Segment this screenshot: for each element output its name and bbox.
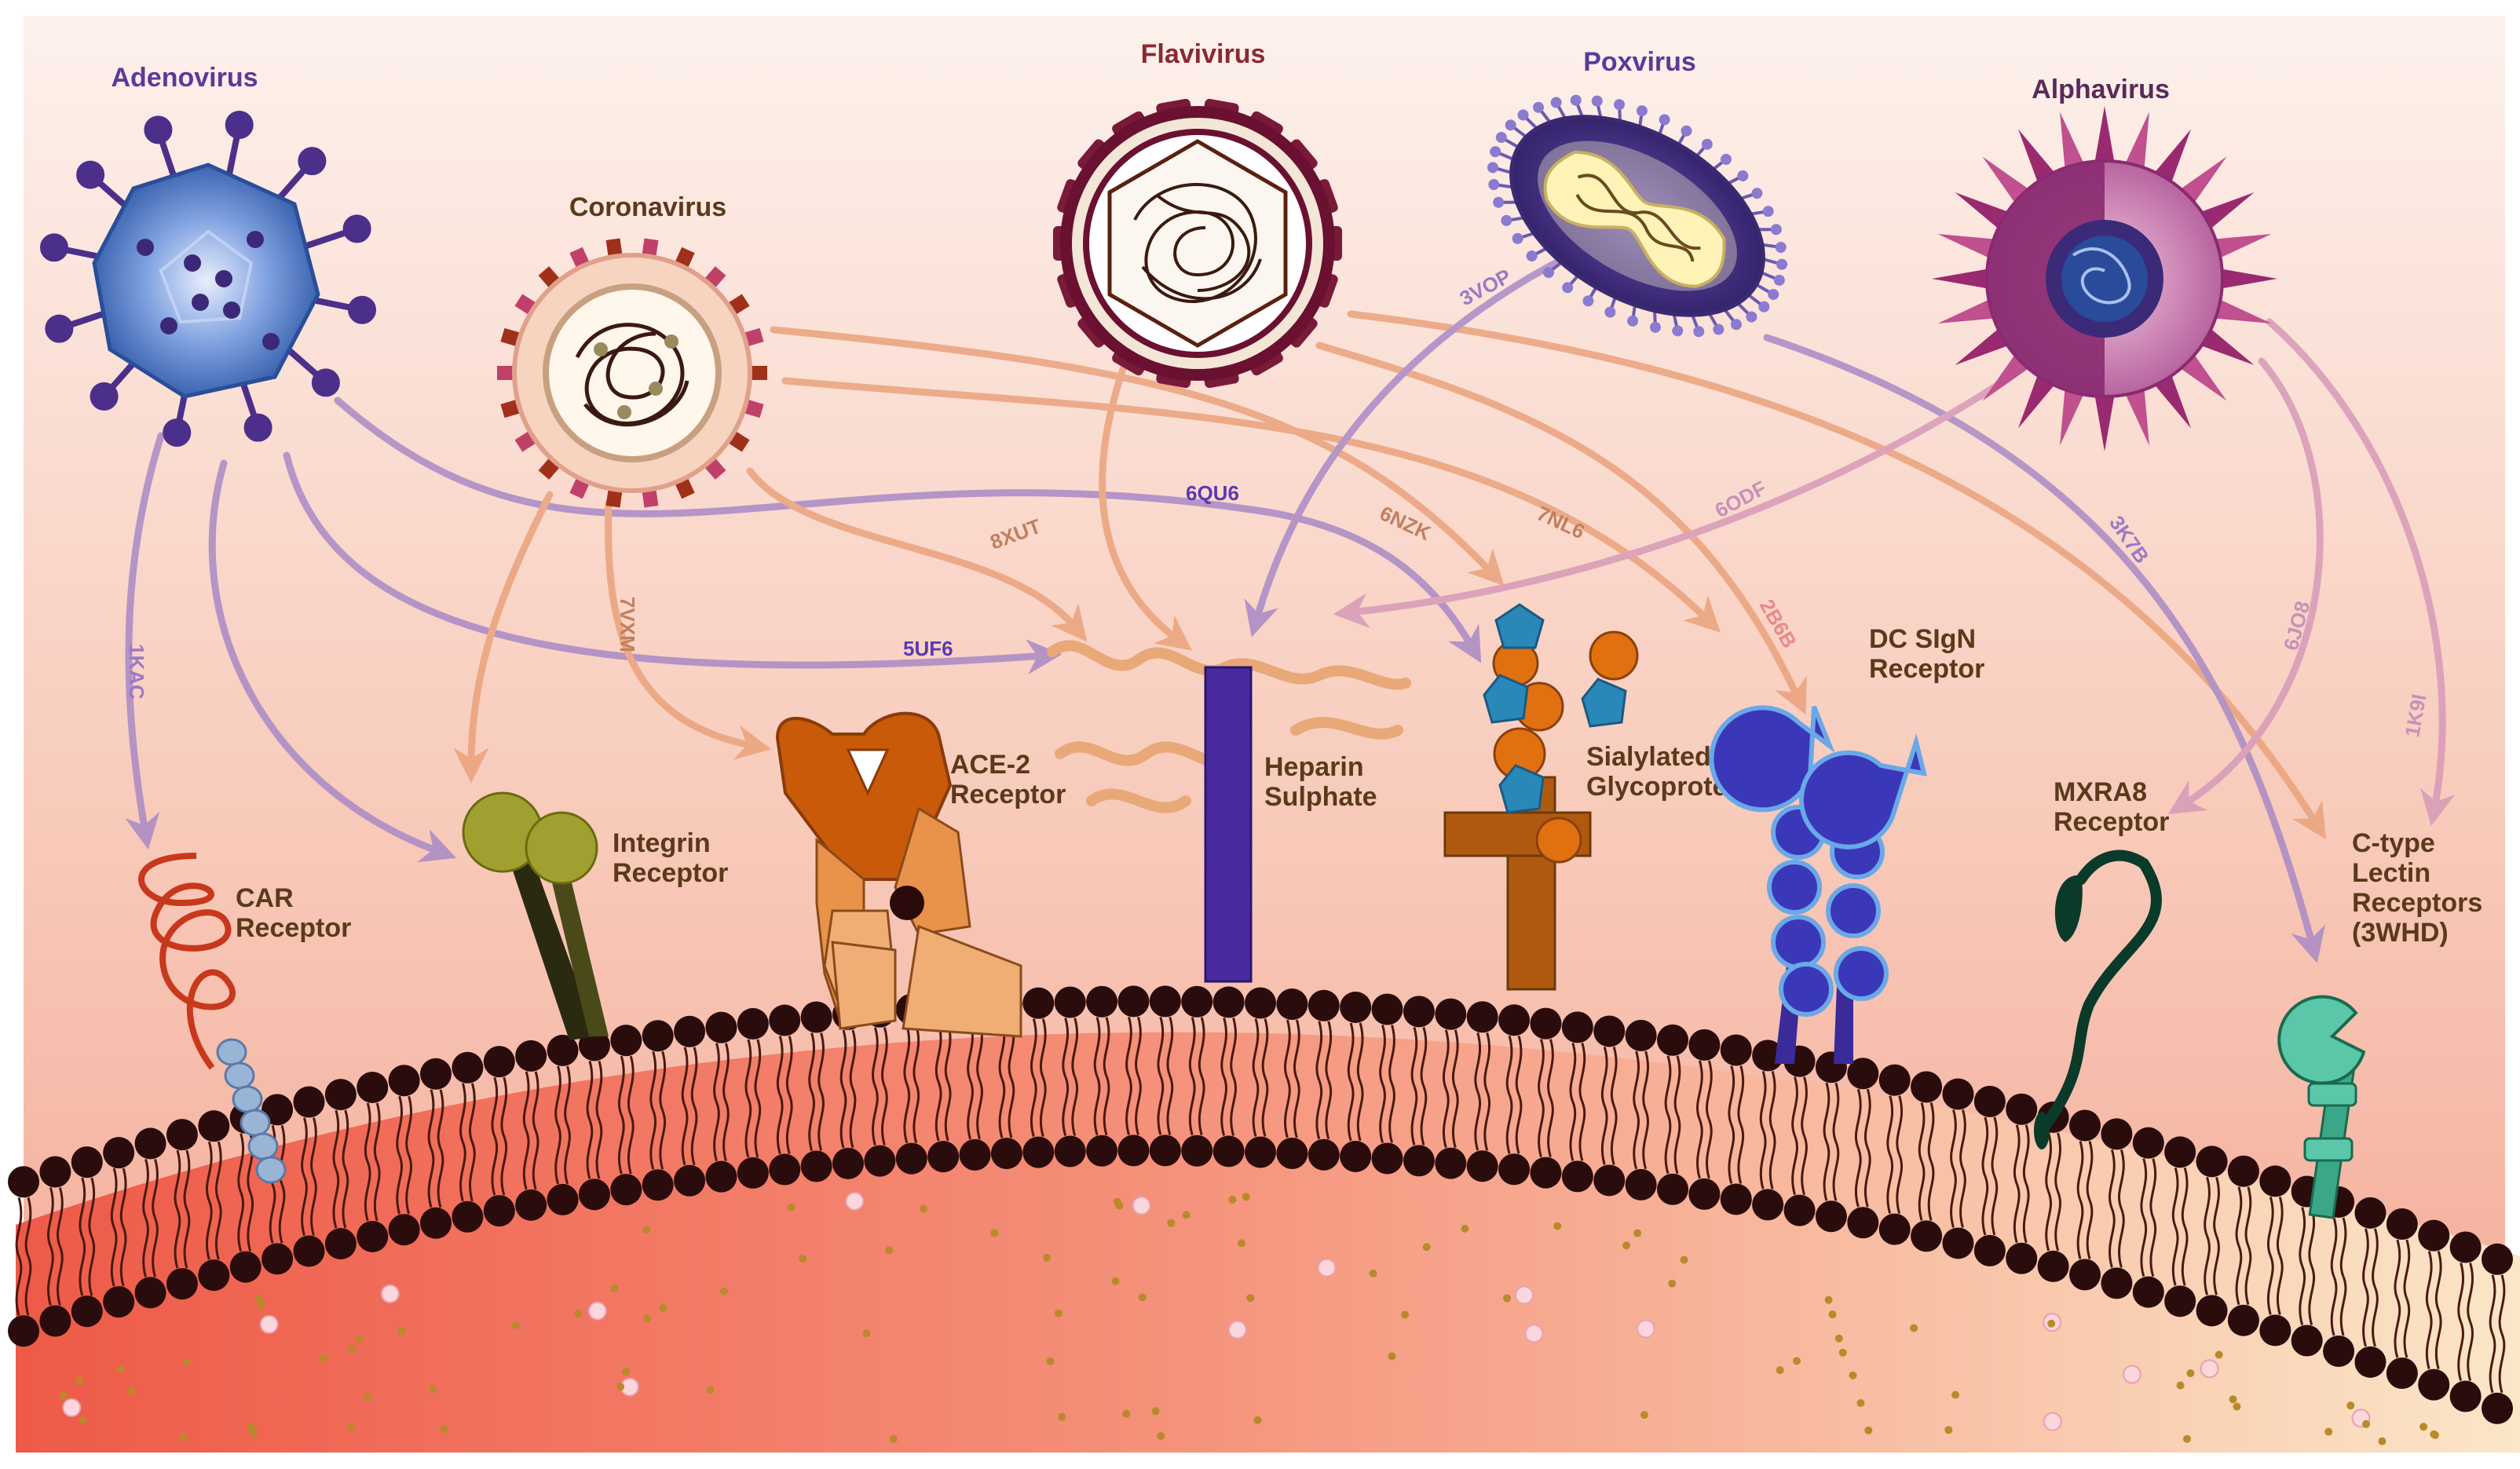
- adenovirus-icon: [39, 110, 377, 448]
- alphavirus-icon: [1932, 106, 2277, 451]
- lipid-bilayer: [8, 985, 2513, 1424]
- dcsign-receptor: [1709, 705, 1928, 1064]
- coronavirus-label: Coronavirus: [569, 192, 726, 222]
- arrow-pox-heparin: [1244, 255, 1567, 638]
- arrow-alpha-mxra8: [2167, 357, 2324, 814]
- arrow-adeno-integrin: [208, 459, 457, 863]
- coronavirus-icon: [497, 238, 767, 508]
- pdb-5uf6: 5UF6: [903, 637, 953, 660]
- arrow-alpha-ctype: [2266, 318, 2456, 827]
- cytoplasm-granules: [59, 1191, 2439, 1445]
- pdb-7vxm: 7VXM: [616, 597, 639, 652]
- cell-cytoplasm: [16, 1032, 2520, 1453]
- arrow-corona-integrin: [453, 491, 554, 784]
- arrow-corona-dcsign: [781, 377, 1721, 633]
- flavivirus-icon: [1053, 98, 1342, 389]
- integrin-receptor: [462, 791, 609, 1040]
- arrow-flavi-heparin: [1099, 365, 1192, 651]
- arrow-alpha-heparin: [1333, 373, 2014, 628]
- sialylated-glycoproteins: [1443, 603, 1639, 991]
- arrow-pox-ctype: [1763, 334, 2325, 963]
- arrow-adeno-heparin: [283, 451, 1062, 675]
- car-receptor: [138, 853, 287, 1184]
- adenovirus-label: Adenovirus: [111, 63, 258, 93]
- alphavirus-label: Alphavirus: [2032, 75, 2170, 104]
- flavivirus-label: Flavivirus: [1141, 39, 1266, 69]
- pdb-6qu6: 6QU6: [1186, 481, 1239, 505]
- mxra8-receptor: [2034, 850, 2162, 1149]
- arrow-corona-sialyl: [770, 326, 1505, 587]
- pdb-1kac: 1KAC: [125, 644, 148, 700]
- ctype-lectin-receptor: [2277, 995, 2366, 1219]
- arrow-adeno-sialyl: [334, 396, 1482, 663]
- arrows: [124, 255, 2456, 963]
- ace2-receptor: [775, 711, 1022, 1038]
- arrow-corona-ace2: [605, 499, 772, 760]
- heparin-sulphate: [1047, 640, 1411, 983]
- arrow-corona-heparin: [746, 467, 1088, 642]
- poxvirus-label: Poxvirus: [1583, 47, 1696, 77]
- arrow-adeno-car: [124, 432, 165, 850]
- poxvirus-icon: [1487, 94, 1788, 338]
